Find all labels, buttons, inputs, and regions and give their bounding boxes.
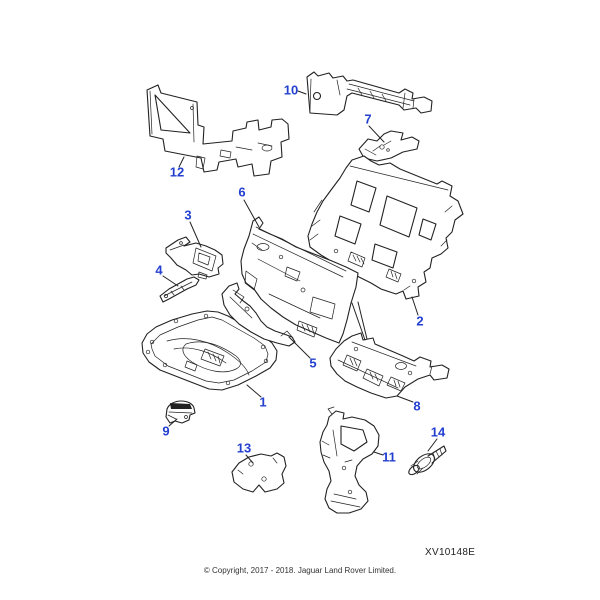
callout-11: 11: [382, 449, 396, 465]
leader-line-5: [288, 336, 311, 359]
part-10-drawing: [306, 71, 433, 116]
part-2-drawing: [307, 155, 464, 300]
part-5-drawing: [221, 282, 296, 347]
part-14-drawing: [408, 445, 447, 476]
callout-14: 14: [430, 424, 446, 440]
callout-10: 10: [283, 82, 299, 98]
part-9-drawing: [165, 400, 196, 424]
position-pointer-lines: [351, 301, 368, 341]
callout-13: 13: [236, 440, 252, 456]
part-3-drawing: [165, 236, 224, 280]
callout-2: 2: [416, 313, 424, 329]
leader-line-12: [178, 156, 185, 168]
leader-line-9: [168, 418, 178, 427]
callout-4: 4: [155, 262, 163, 278]
leader-line-7: [368, 125, 385, 143]
callout-1: 1: [259, 394, 267, 410]
leader-line-10: [297, 90, 307, 95]
part-4-drawing: [159, 276, 200, 303]
callout-6: 6: [238, 184, 246, 200]
leader-line-11: [373, 451, 384, 456]
part-12-drawing: [146, 84, 290, 177]
callout-5: 5: [309, 355, 317, 371]
part-1-drawing: [141, 310, 278, 391]
part-13-drawing: [231, 452, 287, 493]
leader-line-2: [411, 296, 419, 316]
callout-7: 7: [364, 111, 372, 127]
callout-8: 8: [413, 398, 421, 414]
leader-line-8: [396, 395, 414, 403]
callout-9: 9: [162, 423, 170, 439]
part-6-drawing: [240, 216, 359, 344]
part-7-drawing: [358, 130, 420, 162]
part-11-drawing: [319, 406, 380, 514]
leader-line-4: [162, 275, 179, 287]
callout-3: 3: [184, 207, 192, 223]
leader-line-13: [245, 454, 254, 464]
leader-line-3: [189, 221, 202, 248]
leader-line-14: [427, 438, 438, 452]
leader-line-6: [243, 199, 260, 228]
copyright-text: © Copyright, 2017 - 2018. Jaguar Land Ro…: [203, 566, 397, 575]
leader-lines: [162, 90, 438, 464]
callout-12: 12: [169, 164, 185, 180]
figure-code: XV10148E: [425, 547, 476, 558]
leader-line-1: [246, 384, 262, 398]
part-8-drawing: [329, 332, 450, 399]
